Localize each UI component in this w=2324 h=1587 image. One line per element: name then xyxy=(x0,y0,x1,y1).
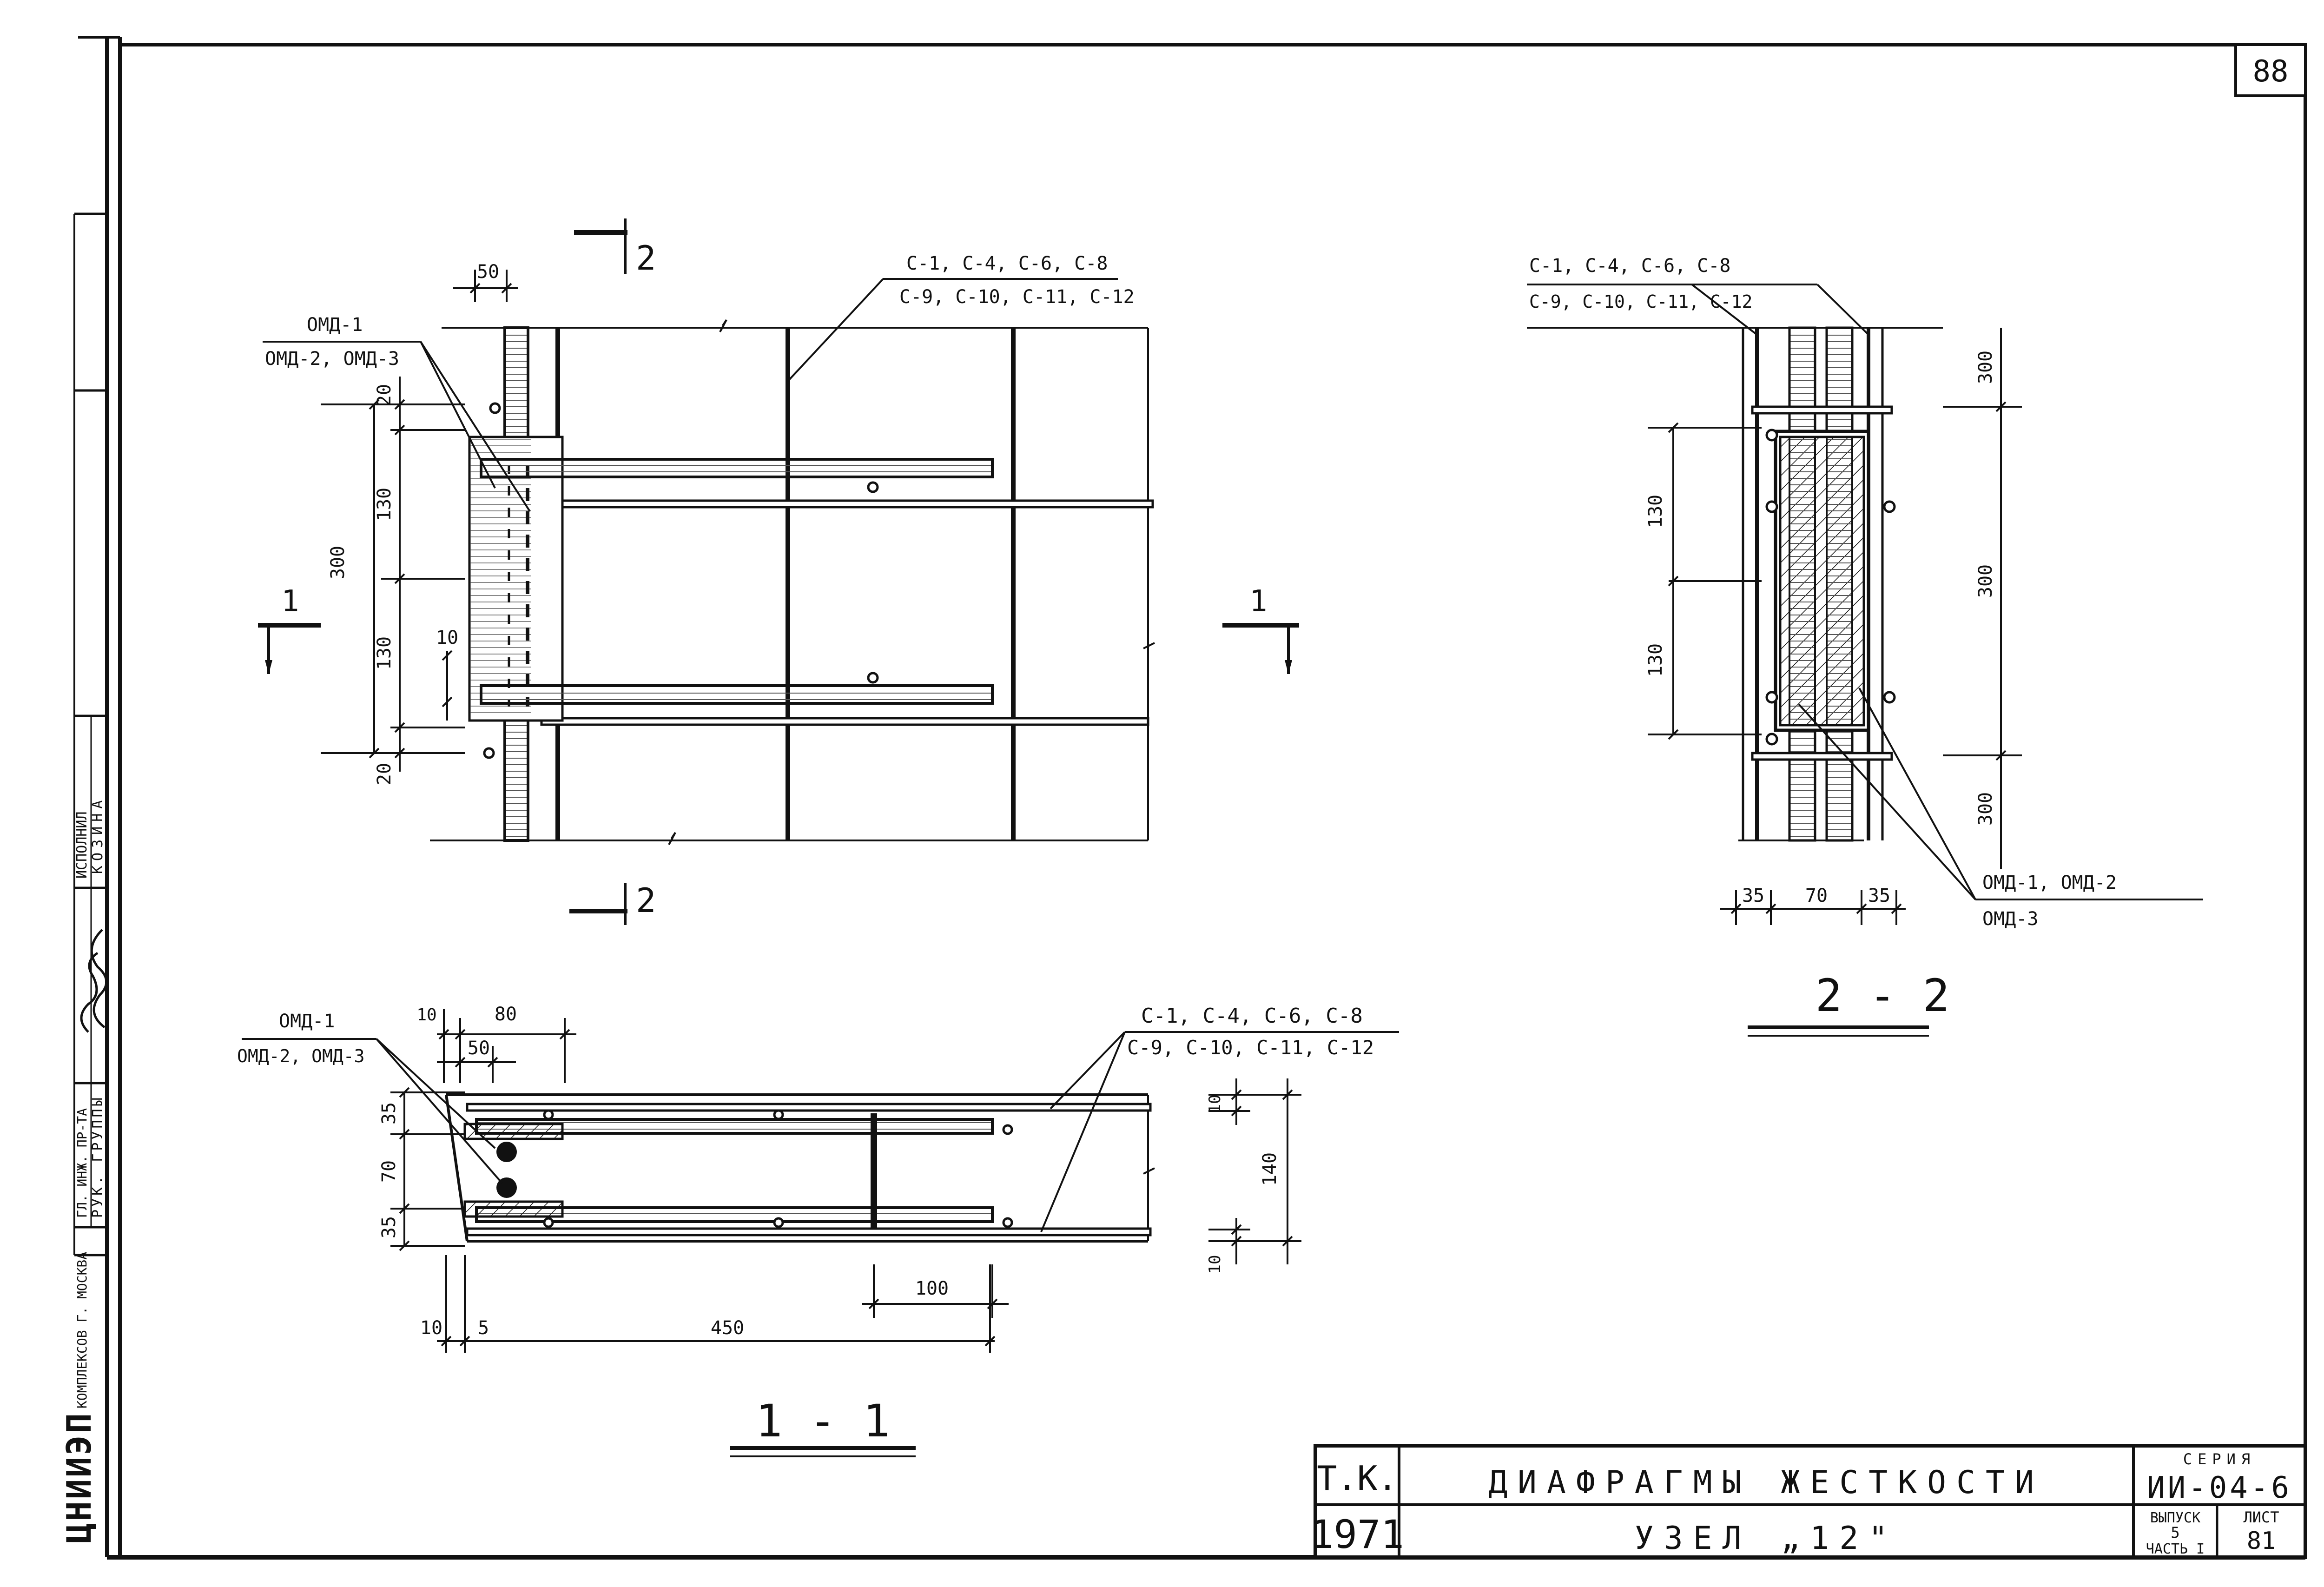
section22-rebar-label-top: С-1, С-4, С-6, С-8 xyxy=(1529,255,1730,277)
plan-dim-130-a: 130 xyxy=(374,488,395,521)
plan-rebar-label-top: С-1, С-4, С-6, С-8 xyxy=(906,253,1108,274)
section11-dim-50: 50 xyxy=(468,1038,490,1059)
plan-plate-label-top: ОМД-1 xyxy=(307,314,363,336)
title-block-title: ДИАФРАГМЫ ЖЕСТКОСТИ xyxy=(1488,1464,2044,1501)
plan-cut-label-left: 1 xyxy=(281,584,299,619)
title-block-sheet-label: ЛИСТ xyxy=(2243,1508,2279,1526)
plan-section-label-top: 2 xyxy=(636,238,656,278)
section11-dim-35-b: 35 xyxy=(378,1216,400,1238)
section11-dim-35-a: 35 xyxy=(378,1102,400,1124)
left-stamp-strip: ИСПОЛНИЛ КОЗИНА РУК. ГРУППЫ ГЛ. ИНЖ. ПР-… xyxy=(59,212,108,1543)
section22-dim-130-a: 130 xyxy=(1645,495,1666,528)
plan-section-mark-bottom: 2 xyxy=(569,881,656,925)
plan-rebar-label-bottom: С-9, С-10, С-11, С-12 xyxy=(899,286,1135,308)
title-block-sheet-value: 81 xyxy=(2247,1527,2276,1555)
section11-rebar-label-bottom: С-9, С-10, С-11, С-12 xyxy=(1127,1036,1374,1059)
section11-dim-10-left: 10 xyxy=(420,1317,442,1339)
title-block-year: 1971 xyxy=(1310,1512,1404,1557)
section11-plate-label-bottom: ОМД-2, ОМД-3 xyxy=(237,1046,365,1066)
section-2-2: 130 130 300 300 300 35 70 35 С-1, С-4, С… xyxy=(1527,255,2203,1037)
plan-cut-mark-left: 1 xyxy=(258,584,321,674)
section11-rebar-label-top: С-1, С-4, С-6, С-8 xyxy=(1141,1004,1363,1028)
plan-anchor-bar-top xyxy=(480,458,994,478)
section22-title: 2 - 2 xyxy=(1816,970,1950,1022)
section-1-1: 10 80 50 35 70 35 10 5 450 100 xyxy=(237,1004,1399,1457)
section22-dim-35-b: 35 xyxy=(1868,885,1890,906)
role-1-label: ГЛ. ИНЖ. ПР-ТА xyxy=(74,1108,90,1218)
section11-bar-top xyxy=(496,1142,517,1162)
plan-section-label-bottom: 2 xyxy=(636,881,656,920)
title-block-series-label: СЕРИЯ xyxy=(2183,1450,2256,1468)
title-block-org: Т.К. xyxy=(1317,1459,1397,1498)
plan-view: 50 20 130 300 130 20 10 1 1 xyxy=(258,218,1299,925)
title-block: Т.К. 1971 ДИАФРАГМЫ ЖЕСТКОСТИ УЗЕЛ „12" … xyxy=(1310,1444,2307,1559)
title-block-issue-label: ВЫПУСК xyxy=(2150,1510,2200,1526)
org-city-label: КОМПЛЕКСОВ Г. МОСКВА xyxy=(74,1252,90,1408)
plan-cut-label-right: 1 xyxy=(1249,584,1268,619)
section22-dim-70: 70 xyxy=(1805,885,1828,906)
plan-dim-20-top: 20 xyxy=(374,384,395,406)
signature-1 xyxy=(80,952,99,1033)
title-block-issue-value: 5 xyxy=(2171,1524,2179,1541)
plan-cut-mark-right: 1 xyxy=(1222,584,1299,674)
title-block-part-label: ЧАСТЬ I xyxy=(2146,1541,2205,1557)
plan-dim-300: 300 xyxy=(327,546,349,579)
section22-rebar-label-bottom: С-9, С-10, С-11, С-12 xyxy=(1529,291,1752,312)
section11-dim-450: 450 xyxy=(711,1317,744,1339)
title-block-subtitle: УЗЕЛ „12" xyxy=(1635,1520,1898,1557)
section22-dim-300-c: 300 xyxy=(1975,792,1996,826)
plan-section-mark-top: 2 xyxy=(574,218,656,278)
section11-dim-10-r-bottom: 10 xyxy=(1206,1255,1224,1274)
plan-anchor-bar-bottom xyxy=(480,684,994,705)
section11-dim-100: 100 xyxy=(915,1278,949,1299)
section22-dim-300-a: 300 xyxy=(1975,350,1996,384)
plan-plate-label-bottom: ОМД-2, ОМД-3 xyxy=(265,348,399,370)
signature-2 xyxy=(90,929,108,1028)
section22-dim-130-b: 130 xyxy=(1645,643,1666,677)
page-number: 88 xyxy=(2252,54,2288,89)
page-number-box: 88 xyxy=(2234,43,2307,97)
section22-dim-35-a: 35 xyxy=(1742,885,1764,906)
section22-dim-300-b: 300 xyxy=(1975,564,1996,598)
plan-dim-50: 50 xyxy=(477,261,499,283)
section11-dim-10-r-top: 10 xyxy=(1206,1095,1224,1114)
section11-dim-80: 80 xyxy=(495,1004,517,1025)
section22-plate-label-top: ОМД-1, ОМД-2 xyxy=(1982,872,2117,893)
plan-dim-130-b: 130 xyxy=(374,636,395,670)
title-block-series-value: ИИ-04-6 xyxy=(2147,1471,2292,1505)
section11-dim-5: 5 xyxy=(478,1317,489,1339)
section11-dim-70: 70 xyxy=(378,1160,400,1183)
section11-plate-label-top: ОМД-1 xyxy=(279,1011,335,1032)
role-3-label: ИСПОЛНИЛ xyxy=(74,812,90,879)
plan-dim-10: 10 xyxy=(436,627,458,648)
section11-dim-140: 140 xyxy=(1259,1152,1281,1186)
section11-title: 1 - 1 xyxy=(756,1395,890,1447)
section11-dim-10-top: 10 xyxy=(416,1005,436,1025)
org-logo: ЦНИИЭП xyxy=(59,1411,99,1543)
role-2-label: РУК. ГРУППЫ xyxy=(90,1095,106,1218)
plan-dim-20-bottom: 20 xyxy=(374,763,395,785)
name-3-label: КОЗИНА xyxy=(90,796,106,874)
section22-plate-label-bottom: ОМД-3 xyxy=(1982,908,2038,930)
